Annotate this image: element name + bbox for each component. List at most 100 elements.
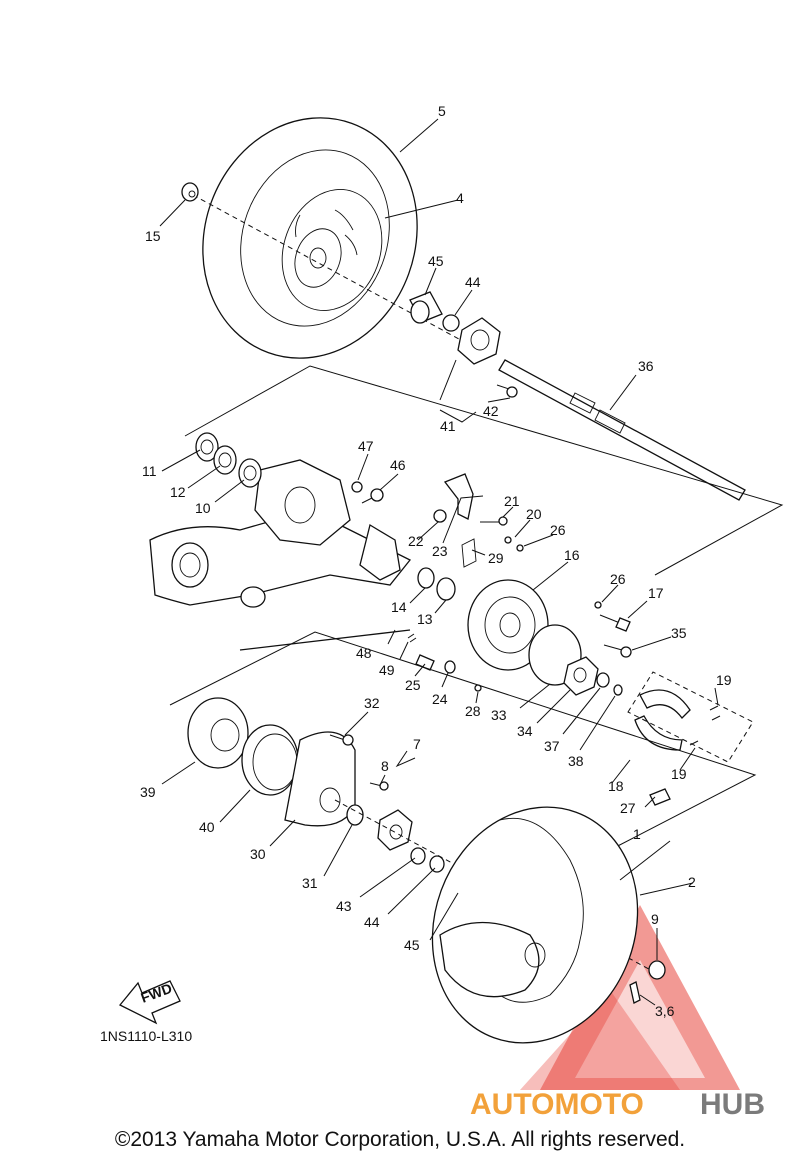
collar-45-top bbox=[409, 291, 443, 324]
callout-38: 38 bbox=[568, 753, 584, 769]
callout-3-6: 3,6 bbox=[655, 1003, 675, 1019]
callout-41: 41 bbox=[440, 418, 456, 434]
callout-39: 39 bbox=[140, 784, 156, 800]
bolt-32 bbox=[329, 734, 354, 746]
nut-44-bottom bbox=[429, 855, 445, 873]
fwd-arrow-icon: FWD bbox=[118, 980, 181, 1025]
clip-26 bbox=[594, 601, 602, 609]
callout-37: 37 bbox=[544, 738, 560, 754]
callout-44a: 44 bbox=[465, 274, 481, 290]
callout-22: 22 bbox=[408, 533, 424, 549]
callout-45a: 45 bbox=[428, 253, 444, 269]
copyright-notice: ©2013 Yamaha Motor Corporation, U.S.A. A… bbox=[114, 1128, 686, 1151]
bolt-46 bbox=[361, 488, 384, 504]
callout-1: 1 bbox=[633, 826, 641, 842]
callout-34: 34 bbox=[517, 723, 533, 739]
callout-33: 33 bbox=[491, 707, 507, 723]
bolt-8 bbox=[369, 781, 389, 791]
callout-29: 29 bbox=[488, 550, 504, 566]
callout-30: 30 bbox=[250, 846, 266, 862]
bolt-35 bbox=[603, 644, 632, 658]
callout-26a: 26 bbox=[550, 522, 566, 538]
plate-27 bbox=[649, 788, 671, 806]
seal-31 bbox=[346, 804, 364, 826]
callout-14: 14 bbox=[391, 599, 407, 615]
callout-18: 18 bbox=[608, 778, 624, 794]
group-bracket-upper bbox=[184, 365, 784, 576]
plate-34 bbox=[563, 656, 599, 696]
callout-28: 28 bbox=[465, 703, 481, 719]
oil-seal-12 bbox=[213, 445, 237, 475]
seal-40 bbox=[241, 724, 299, 796]
callout-32: 32 bbox=[364, 695, 380, 711]
rear-wheel-tire-bottom bbox=[431, 806, 639, 1044]
callout-24: 24 bbox=[432, 691, 448, 707]
callout-19b: 19 bbox=[671, 766, 687, 782]
seal-13 bbox=[436, 577, 456, 601]
callout-7: 7 bbox=[413, 736, 421, 752]
swingarm-assembly bbox=[149, 459, 412, 608]
rear-wheel-tire-top bbox=[202, 117, 418, 359]
washer-24 bbox=[444, 660, 456, 674]
cover-39 bbox=[187, 697, 249, 769]
diagram-code: 1NS1110-L310 bbox=[100, 1028, 192, 1044]
washer-47 bbox=[351, 481, 363, 493]
callout-16: 16 bbox=[564, 547, 580, 563]
callout-49: 49 bbox=[379, 662, 395, 678]
brake-lever-23 bbox=[433, 473, 524, 568]
watermark-part2: HUB bbox=[700, 1088, 765, 1121]
callout-19a: 19 bbox=[716, 672, 732, 688]
callout-43: 43 bbox=[336, 898, 352, 914]
callout-17: 17 bbox=[648, 585, 664, 601]
callout-36: 36 bbox=[638, 358, 654, 374]
callout-10: 10 bbox=[195, 500, 211, 516]
bearing-10 bbox=[238, 458, 262, 488]
callout-21: 21 bbox=[504, 493, 520, 509]
callout-26b: 26 bbox=[610, 571, 626, 587]
callout-labels: 1 2 3,6 4 5 7 8 9 10 11 12 13 14 15 16 1… bbox=[140, 103, 732, 1019]
callout-35: 35 bbox=[671, 625, 687, 641]
watermark-text: AUTOMOTO HUB bbox=[470, 1088, 765, 1121]
nut-44-top bbox=[442, 314, 460, 332]
callout-45b: 45 bbox=[404, 937, 420, 953]
hub-7 bbox=[377, 809, 413, 851]
hub-41 bbox=[457, 317, 518, 398]
callout-47: 47 bbox=[358, 438, 374, 454]
callout-42: 42 bbox=[483, 403, 499, 419]
adjuster-17 bbox=[599, 614, 631, 632]
callout-27: 27 bbox=[620, 800, 636, 816]
callout-15: 15 bbox=[145, 228, 161, 244]
brake-panel-16 bbox=[467, 579, 549, 671]
callout-23: 23 bbox=[432, 543, 448, 559]
callout-20: 20 bbox=[526, 506, 542, 522]
callout-8: 8 bbox=[381, 758, 389, 774]
callout-25: 25 bbox=[405, 677, 421, 693]
bearing-14 bbox=[417, 567, 435, 589]
watermark-part1: AUTOMOTO bbox=[470, 1088, 644, 1121]
group-box-18 bbox=[627, 671, 754, 763]
callout-46: 46 bbox=[390, 457, 406, 473]
leader-lines bbox=[159, 118, 719, 1006]
callout-40: 40 bbox=[199, 819, 215, 835]
callout-13: 13 bbox=[417, 611, 433, 627]
callout-9: 9 bbox=[651, 911, 659, 927]
seal-37 bbox=[596, 672, 610, 688]
bolt-25 bbox=[415, 654, 435, 671]
callout-5: 5 bbox=[438, 103, 446, 119]
callout-48: 48 bbox=[356, 645, 372, 661]
spring-49 bbox=[407, 633, 417, 643]
o-ring-38 bbox=[613, 684, 623, 696]
nut-9 bbox=[648, 960, 666, 980]
axle-36 bbox=[498, 359, 746, 501]
callout-11: 11 bbox=[142, 463, 157, 479]
callout-4: 4 bbox=[456, 190, 464, 206]
callout-44b: 44 bbox=[364, 914, 380, 930]
callout-31: 31 bbox=[302, 875, 318, 891]
oil-seal-11 bbox=[195, 432, 219, 462]
nut-43 bbox=[410, 847, 426, 865]
group-bracket-lower bbox=[169, 631, 757, 851]
callout-12: 12 bbox=[170, 484, 186, 500]
nut-15 bbox=[181, 182, 199, 202]
pin-48 bbox=[239, 629, 411, 651]
